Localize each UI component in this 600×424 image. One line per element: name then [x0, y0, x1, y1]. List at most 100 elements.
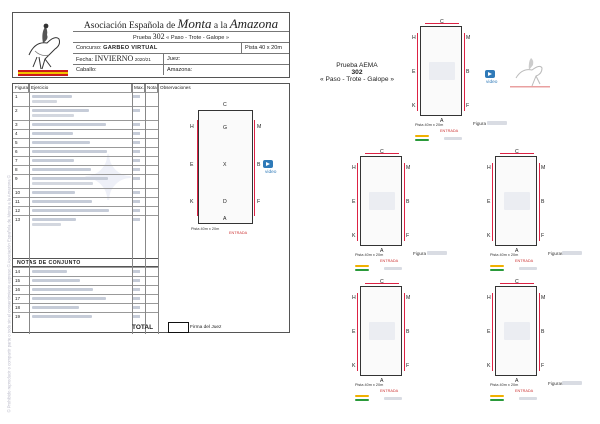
marker-k: K	[487, 233, 491, 239]
blurred-exercise	[32, 306, 79, 309]
marker-b: B	[466, 69, 470, 75]
blurred-exercise	[32, 141, 90, 144]
video-label-right[interactable]: video	[486, 80, 498, 85]
arena-caption: Pista 40m x 20m	[355, 253, 384, 257]
blurred-exercise	[32, 200, 92, 203]
table-row: 3	[13, 120, 158, 129]
marker-m: M	[466, 35, 471, 41]
blurred-max	[133, 297, 140, 300]
blurred-max	[133, 123, 140, 126]
blurred-max	[133, 141, 140, 144]
juez-field[interactable]: Juez:	[163, 54, 289, 64]
row-number: 3	[15, 122, 18, 127]
blurred-exercise	[32, 109, 89, 112]
marker-a: A	[515, 378, 519, 384]
firma-label: Firma del Juez	[190, 325, 222, 330]
table-row: 12	[13, 206, 158, 215]
blurred-max	[133, 288, 140, 291]
blurred-max	[133, 306, 140, 309]
blurred-exercise	[32, 297, 106, 300]
marker-c: C	[223, 102, 227, 108]
blurred-exercise	[32, 223, 61, 226]
row-number: 6	[15, 149, 18, 154]
blurred-max	[133, 209, 140, 212]
blurred-max	[133, 191, 140, 194]
blurred-exercise	[32, 159, 74, 162]
marker-f: F	[541, 233, 545, 239]
marker-a: A	[380, 248, 384, 254]
marker-m: M	[406, 165, 411, 171]
blurred-max	[133, 150, 140, 153]
blurred-exercise	[32, 279, 80, 282]
row-number: 11	[15, 199, 20, 204]
marker-c: C	[380, 149, 384, 155]
amazona-field[interactable]: Amazona:	[163, 65, 289, 75]
entrada-label: ENTRADA	[440, 129, 459, 133]
col-figura: Figura	[15, 84, 29, 92]
marker-a: A	[223, 216, 227, 222]
entrada-label: ENTRADA	[380, 389, 399, 393]
marker-f: F	[257, 199, 261, 205]
blurred-max	[133, 95, 140, 98]
blurred-exercise	[32, 177, 108, 180]
figura-label: Figuras	[548, 381, 564, 386]
table-row: 2	[13, 106, 158, 120]
row-number: 17	[15, 296, 21, 301]
marker-c: C	[515, 279, 519, 285]
marker-k: K	[412, 103, 416, 109]
marker-e: E	[352, 199, 356, 205]
video-label[interactable]: video	[265, 170, 277, 175]
table-row: 14	[13, 267, 158, 276]
table-row: 18	[13, 303, 158, 312]
entrada-label: ENTRADA	[515, 259, 534, 263]
marker-b: B	[541, 199, 545, 205]
caballo-row: Caballo: Amazona:	[73, 64, 289, 78]
blurred-exercise	[32, 315, 92, 318]
table-row: 8	[13, 165, 158, 174]
caballo-field[interactable]: Caballo:	[76, 67, 97, 73]
arena-caption: Pista 40m x 20m	[191, 227, 220, 231]
table-row: 6	[13, 147, 158, 156]
row-number: 16	[15, 287, 21, 292]
blurred-exercise	[32, 114, 74, 117]
marker-h: H	[487, 165, 491, 171]
table-row: 13	[13, 215, 158, 229]
table-row: 15	[13, 276, 158, 285]
blurred-max	[133, 315, 140, 318]
marker-h: H	[412, 35, 416, 41]
total-label: TOTAL	[132, 324, 154, 331]
marker-d: D	[223, 199, 227, 205]
blurred-exercise	[32, 100, 57, 103]
marker-k: K	[352, 233, 356, 239]
score-table: ✦ Figura Ejercicio Max. Nota Observacion…	[12, 83, 290, 334]
video-icon-right[interactable]	[485, 70, 495, 78]
concurso-row: Concurso: GARBEO VIRTUAL Pista 40 x 20m	[73, 42, 289, 53]
blurred-max	[133, 270, 140, 273]
marker-c: C	[440, 19, 444, 25]
blurred-exercise	[32, 288, 93, 291]
col-ejercicio: Ejercicio	[29, 84, 132, 92]
marker-f: F	[466, 103, 470, 109]
blurred-max	[133, 109, 140, 112]
prueba-row: Prueba 302 « Paso - Trote - Galope »	[73, 31, 289, 42]
row-number: 5	[15, 140, 18, 145]
row-number: 12	[15, 208, 21, 213]
marker-m: M	[257, 124, 262, 130]
total-box[interactable]	[168, 322, 189, 333]
blurred-max	[133, 168, 140, 171]
col-nota: Nota	[147, 84, 158, 92]
figura-label: Figura	[473, 121, 487, 126]
table-row: 16	[13, 285, 158, 294]
row-number: 15	[15, 278, 21, 283]
video-icon[interactable]	[263, 160, 273, 168]
table-row: 17	[13, 294, 158, 303]
row-number: 4	[15, 131, 18, 136]
blurred-exercise	[32, 182, 93, 185]
marker-b: B	[257, 162, 261, 168]
row-number: 8	[15, 167, 18, 172]
blurred-max	[133, 279, 140, 282]
blurred-max	[133, 159, 140, 162]
row-number: 7	[15, 158, 18, 163]
